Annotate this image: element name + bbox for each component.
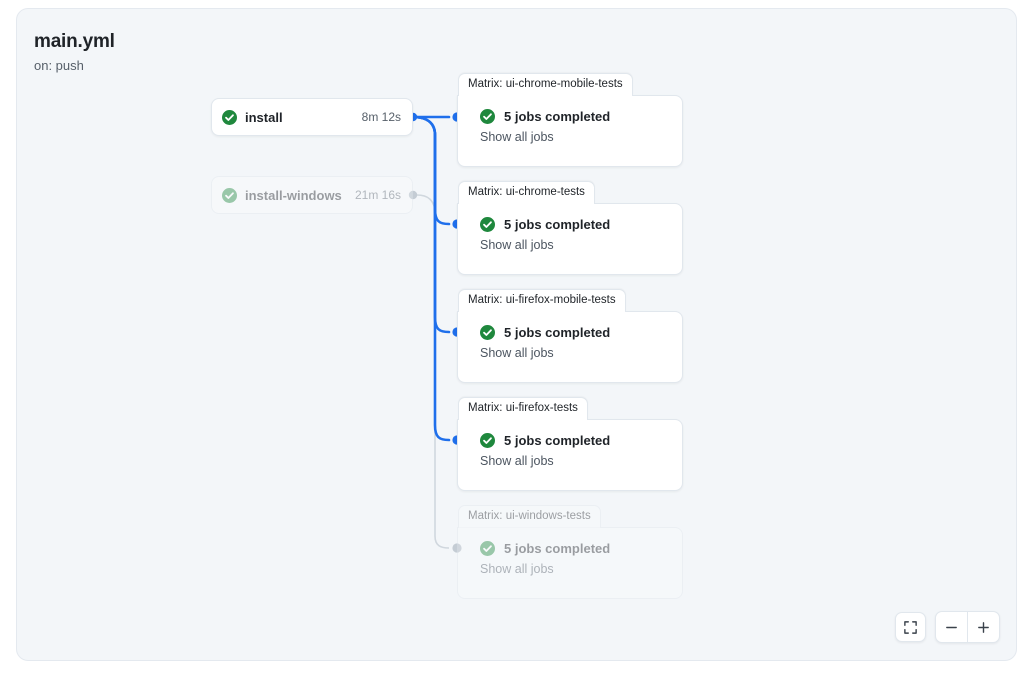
job-node-label: install [245, 109, 283, 125]
matrix-card-ui-firefox-tests[interactable]: Matrix: ui-firefox-tests 5 jobs complete… [457, 397, 683, 491]
edge-install-to-firefox-mobile [411, 115, 451, 334]
minus-icon [946, 626, 957, 628]
matrix-card-ui-chrome-mobile-tests[interactable]: Matrix: ui-chrome-mobile-tests 5 jobs co… [457, 73, 683, 167]
show-all-jobs-link[interactable]: Show all jobs [480, 130, 554, 144]
edge-install-windows-to-windows-tests [416, 194, 450, 549]
matrix-body: 5 jobs completed Show all jobs [457, 95, 683, 167]
job-node-label: install-windows [245, 187, 342, 203]
fit-to-screen-button[interactable] [895, 612, 926, 642]
show-all-jobs-link[interactable]: Show all jobs [480, 238, 554, 252]
matrix-status-text: 5 jobs completed [504, 217, 611, 232]
matrix-card-ui-firefox-mobile-tests[interactable]: Matrix: ui-firefox-mobile-tests 5 jobs c… [457, 289, 683, 383]
check-circle-icon [222, 109, 237, 125]
matrix-status-row: 5 jobs completed [480, 433, 668, 448]
workflow-header: main.yml on: push [34, 30, 115, 75]
matrix-status-text: 5 jobs completed [504, 109, 611, 124]
check-circle-icon [480, 433, 495, 448]
check-circle-icon [222, 187, 237, 203]
matrix-tab-label: Matrix: ui-chrome-mobile-tests [458, 73, 633, 96]
job-node-install[interactable]: install 8m 12s [211, 98, 413, 136]
check-circle-icon [480, 541, 495, 556]
zoom-in-button[interactable] [967, 612, 999, 642]
matrix-body: 5 jobs completed Show all jobs [457, 203, 683, 275]
zoom-button-group [935, 611, 1000, 643]
job-node-duration: 21m 16s [354, 188, 401, 202]
workflow-trigger: on: push [34, 58, 84, 73]
matrix-tab-label: Matrix: ui-firefox-mobile-tests [458, 289, 626, 312]
matrix-status-row: 5 jobs completed [480, 325, 668, 340]
canvas-controls [895, 611, 1000, 643]
matrix-tab-label: Matrix: ui-windows-tests [458, 505, 601, 528]
show-all-jobs-link[interactable]: Show all jobs [480, 562, 554, 576]
matrix-status-row: 5 jobs completed [480, 217, 668, 232]
plus-icon [978, 621, 989, 633]
matrix-tab-label: Matrix: ui-chrome-tests [458, 181, 595, 204]
zoom-out-button[interactable] [936, 612, 967, 642]
matrix-body: 5 jobs completed Show all jobs [457, 311, 683, 383]
show-all-jobs-link[interactable]: Show all jobs [480, 346, 554, 360]
matrix-status-row: 5 jobs completed [480, 109, 668, 124]
fit-to-screen-icon [904, 620, 917, 634]
matrix-tab-label: Matrix: ui-firefox-tests [458, 397, 588, 420]
workflow-canvas[interactable]: main.yml on: push [16, 8, 1017, 661]
matrix-status-text: 5 jobs completed [504, 433, 611, 448]
show-all-jobs-link[interactable]: Show all jobs [480, 454, 554, 468]
check-circle-icon [480, 325, 495, 340]
check-circle-icon [480, 217, 495, 232]
job-node-install-windows[interactable]: install-windows 21m 16s [211, 176, 413, 214]
job-node-duration: 8m 12s [361, 110, 401, 124]
page-title: main.yml [34, 31, 115, 52]
edge-install-to-firefox-tests [411, 115, 451, 442]
matrix-status-text: 5 jobs completed [504, 325, 611, 340]
matrix-status-text: 5 jobs completed [504, 541, 611, 556]
check-circle-icon [480, 109, 495, 124]
edge-install-to-chrome-tests [411, 115, 451, 226]
matrix-body: 5 jobs completed Show all jobs [457, 527, 683, 599]
matrix-body: 5 jobs completed Show all jobs [457, 419, 683, 491]
matrix-card-ui-windows-tests[interactable]: Matrix: ui-windows-tests 5 jobs complete… [457, 505, 683, 599]
matrix-card-ui-chrome-tests[interactable]: Matrix: ui-chrome-tests 5 jobs completed… [457, 181, 683, 275]
matrix-status-row: 5 jobs completed [480, 541, 668, 556]
